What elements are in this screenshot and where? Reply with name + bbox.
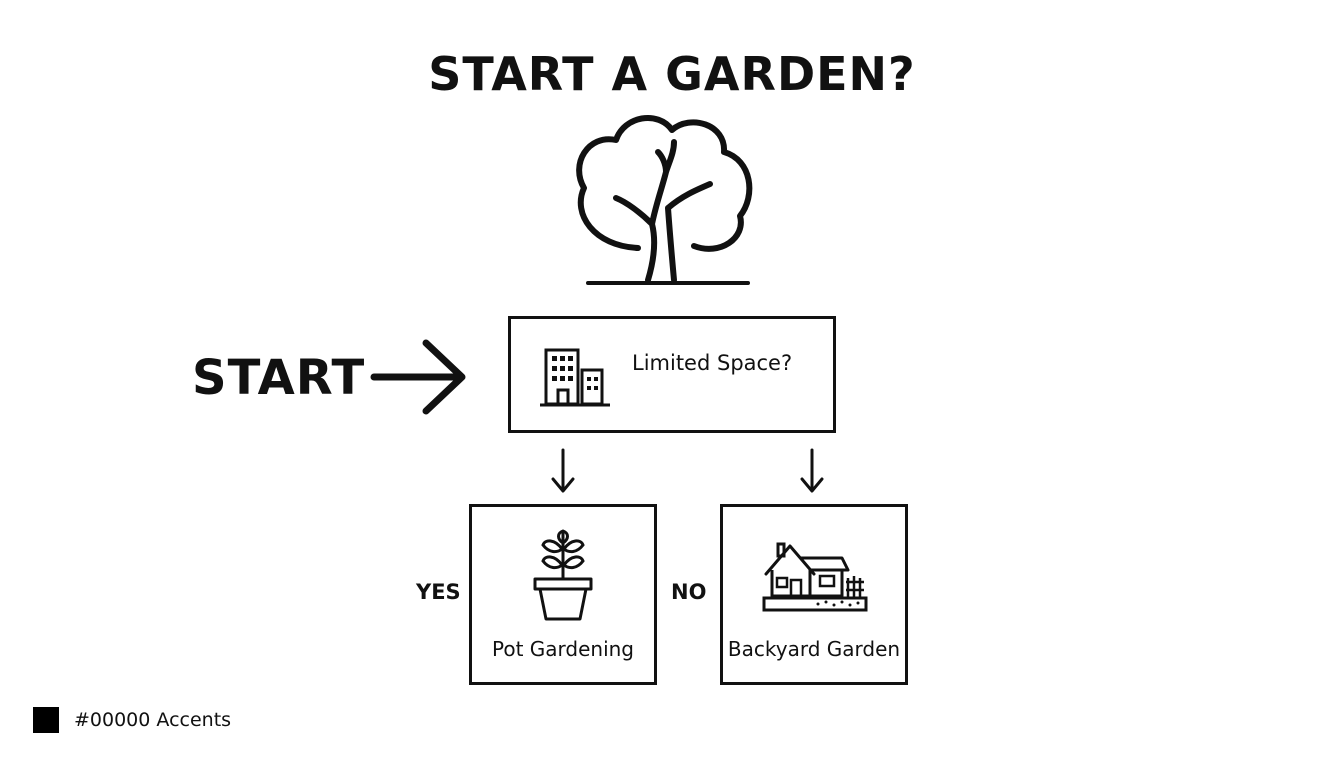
no-branch-label: NO <box>671 580 707 604</box>
start-label: START <box>192 350 366 406</box>
backyard-garden-label: Backyard Garden <box>727 637 901 661</box>
right-arrow-icon <box>370 339 466 415</box>
decision-question: Limited Space? <box>632 351 793 375</box>
house-icon <box>762 542 868 612</box>
diagram-title: START A GARDEN? <box>428 47 916 101</box>
decision-box <box>508 316 836 433</box>
building-icon <box>540 348 610 407</box>
tree-icon <box>576 114 753 285</box>
potted-plant-icon <box>533 529 593 621</box>
legend-text: #00000 Accents <box>74 709 232 731</box>
legend-swatch <box>33 707 59 733</box>
yes-branch-label: YES <box>416 580 461 604</box>
down-arrow-icon <box>551 448 575 493</box>
down-arrow-icon <box>800 448 824 493</box>
pot-gardening-label: Pot Gardening <box>491 637 634 661</box>
